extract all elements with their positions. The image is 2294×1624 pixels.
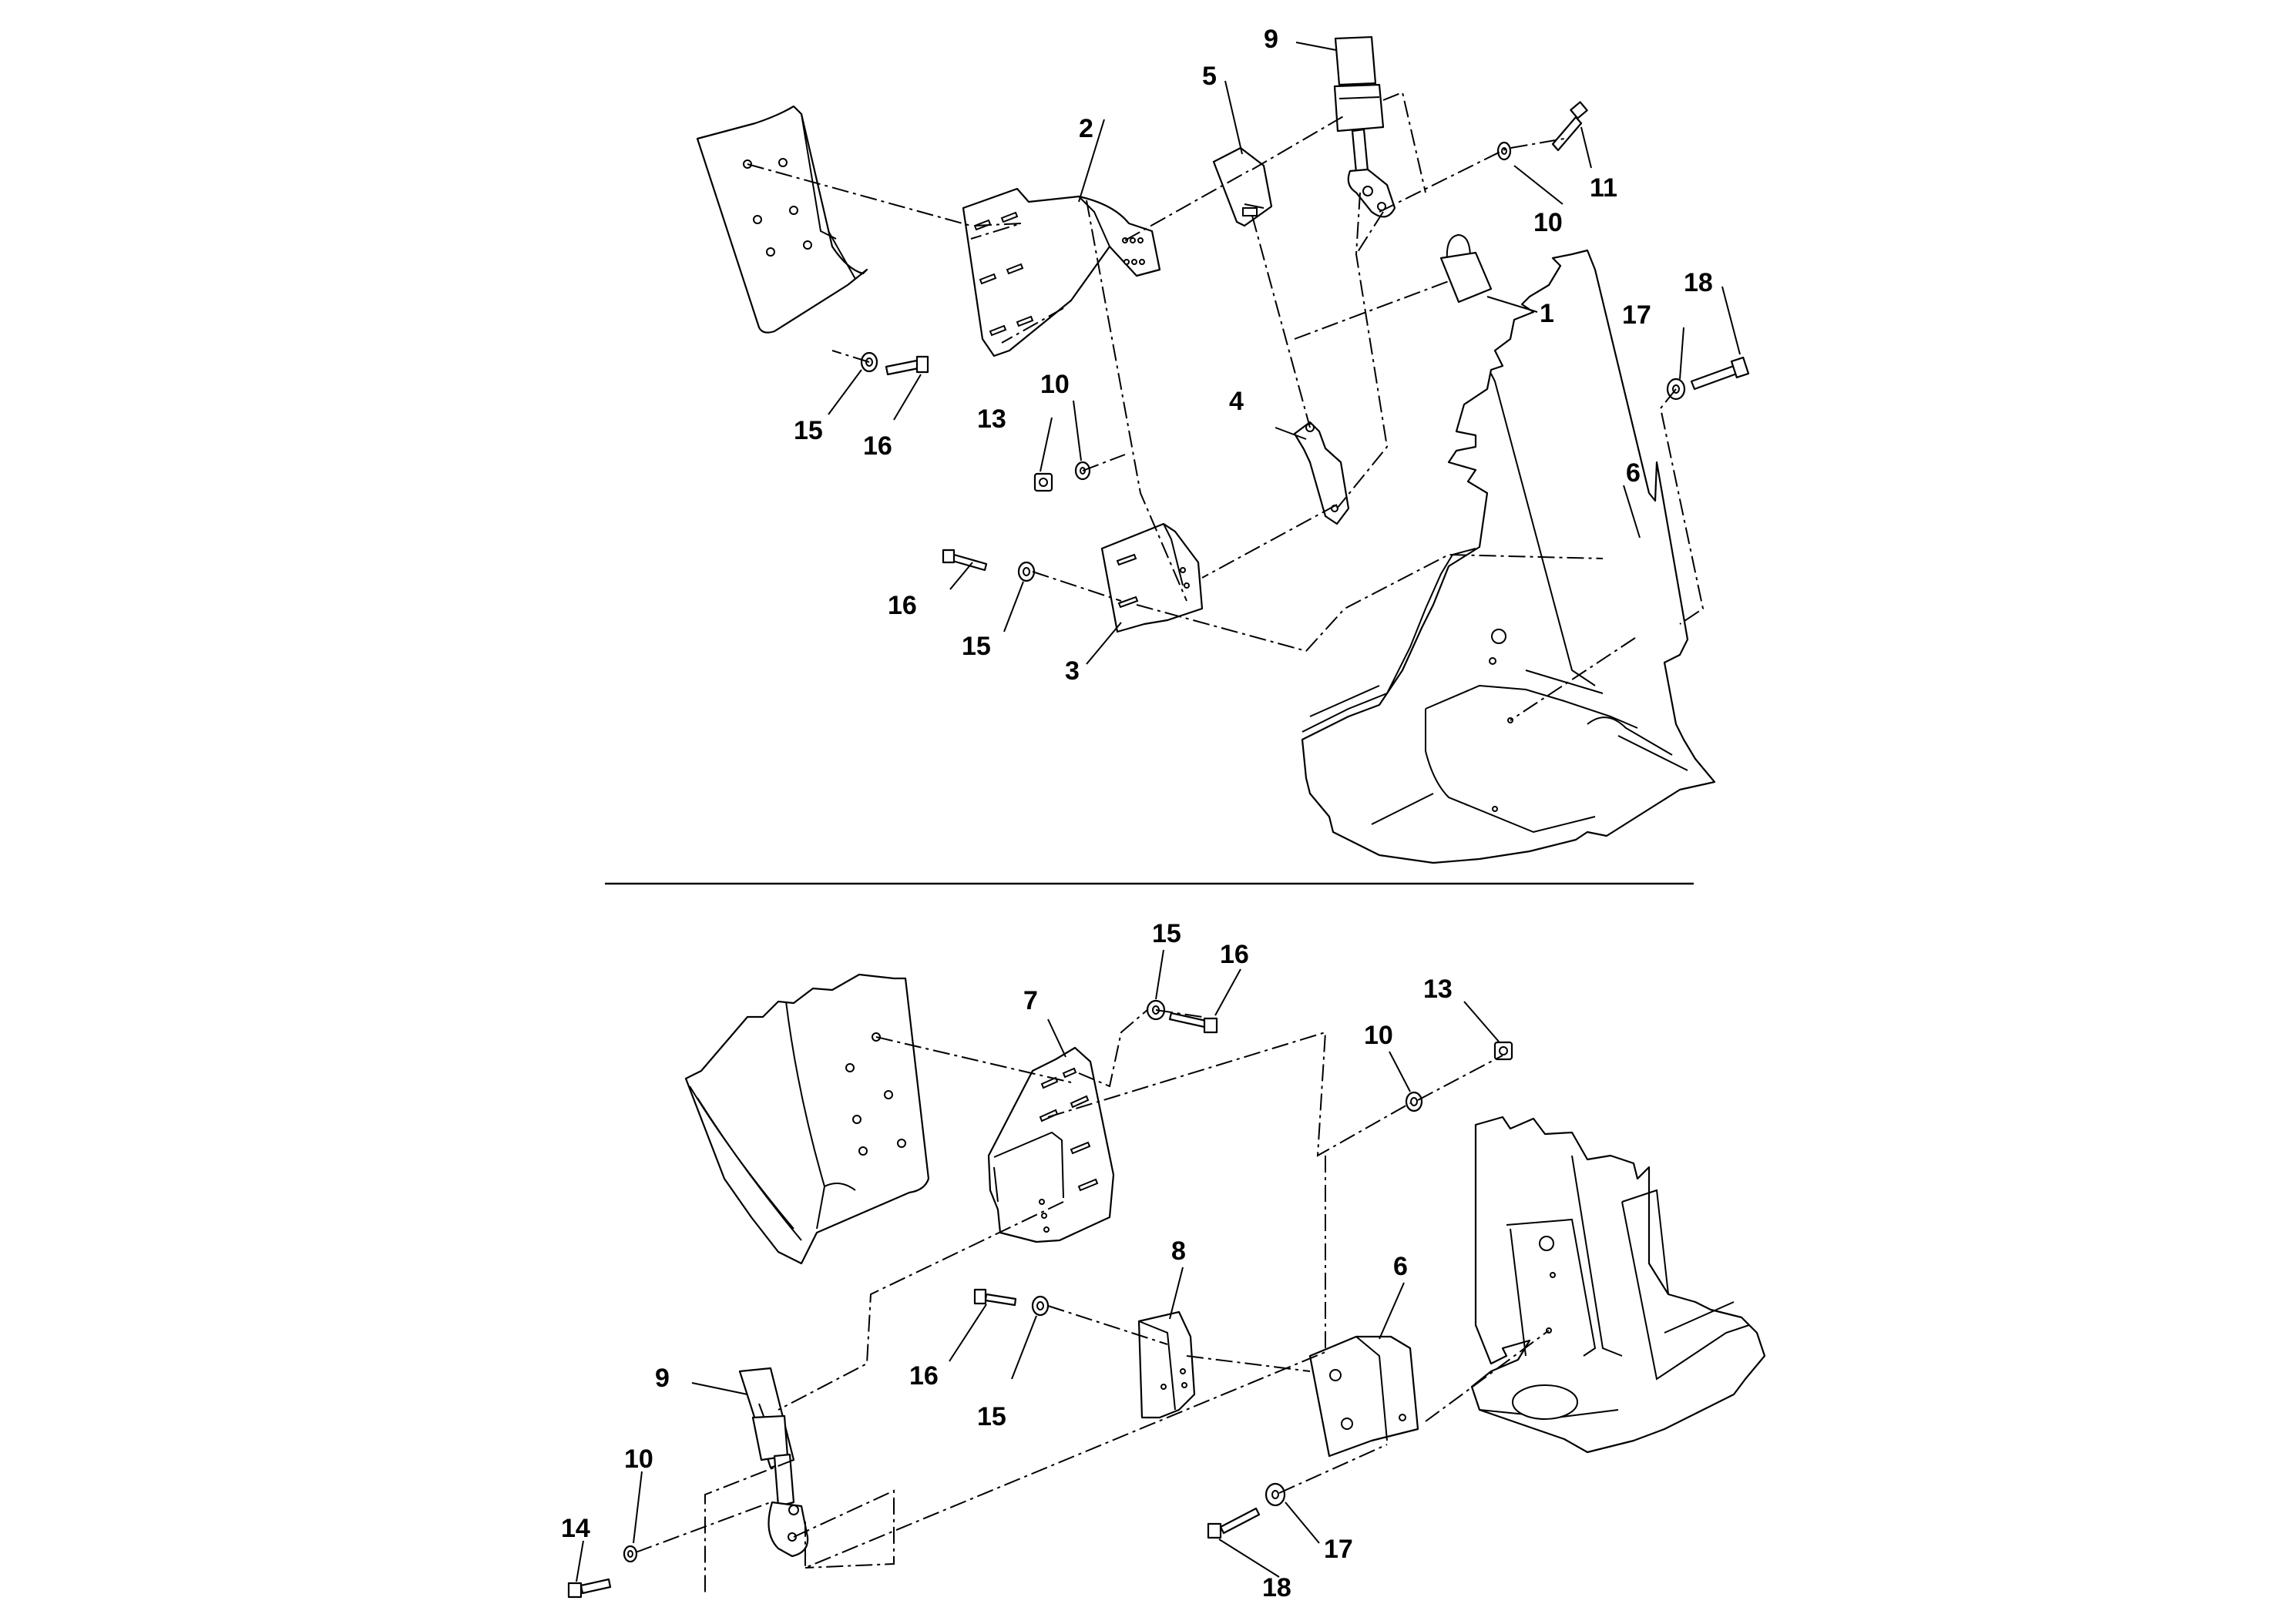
callout-16-b: 16	[888, 591, 917, 620]
callout-7: 7	[1023, 986, 1038, 1015]
bracket-3	[1100, 522, 1204, 633]
nut-13-lower	[1493, 1041, 1513, 1061]
callout-10-b: 10	[1533, 208, 1563, 237]
bolt-16-lower-a	[1168, 1012, 1218, 1034]
lower-assembly-view	[567, 949, 1766, 1599]
callout-15-b: 15	[962, 632, 991, 661]
callout-6: 6	[1626, 458, 1641, 488]
callout-2: 2	[1079, 114, 1093, 143]
bracket-6-lower	[1308, 1335, 1419, 1458]
padlock-1	[1439, 233, 1493, 304]
plate-5	[1212, 146, 1273, 227]
washer-10-lower-b	[623, 1545, 638, 1563]
bracket-2	[962, 187, 1161, 357]
washer-15-upper-b	[1017, 561, 1036, 582]
frame-chassis-lower	[1470, 1116, 1766, 1454]
callout-13-lower: 13	[1423, 975, 1453, 1004]
latch-9-upper	[1333, 35, 1396, 218]
washer-10-upper-b	[1496, 141, 1512, 161]
fender-panel-upper	[696, 105, 868, 334]
bolt-18-upper	[1690, 356, 1750, 391]
callout-18-lower: 18	[1262, 1573, 1291, 1602]
bracket-8	[1137, 1310, 1196, 1419]
lower-callout-labels: 6 7 8 9 10 10 13 14 15 15 16 16 17 18	[561, 919, 1453, 1602]
callout-8: 8	[1171, 1236, 1186, 1266]
bolt-16-upper-a	[885, 355, 929, 376]
nut-13-upper	[1033, 472, 1053, 492]
callout-15-a: 15	[794, 416, 823, 445]
washer-10-lower-a	[1405, 1091, 1423, 1112]
callout-5: 5	[1202, 62, 1217, 91]
bolt-16-lower-b	[973, 1288, 1017, 1307]
callout-9-lower: 9	[655, 1364, 670, 1393]
fender-panel-lower	[684, 973, 930, 1265]
callout-6-lower: 6	[1393, 1252, 1408, 1281]
bolt-18-lower	[1207, 1507, 1261, 1539]
latch-9-lower	[738, 1367, 809, 1558]
callout-10-lower-a: 10	[1364, 1021, 1393, 1050]
callout-14: 14	[561, 1514, 590, 1543]
callout-18: 18	[1684, 268, 1713, 297]
bolt-11-upper	[1551, 101, 1588, 152]
callout-10-lower-b: 10	[624, 1444, 653, 1474]
callout-15-lower-b: 15	[977, 1402, 1006, 1431]
callout-9: 9	[1264, 25, 1278, 54]
upper-assembly-view	[696, 35, 1750, 864]
bracket-7	[987, 1046, 1115, 1243]
callout-3: 3	[1065, 656, 1080, 686]
washer-15-lower-b	[1031, 1295, 1050, 1317]
callout-17: 17	[1622, 300, 1651, 330]
washer-17-lower	[1265, 1482, 1286, 1507]
bolt-14-lower	[567, 1578, 612, 1599]
callout-4: 4	[1229, 387, 1244, 416]
callout-13: 13	[977, 404, 1006, 434]
callout-16-lower-b: 16	[909, 1361, 939, 1391]
bolt-16-upper-b	[942, 549, 988, 572]
callout-16-lower-a: 16	[1220, 940, 1249, 969]
upper-callout-labels: 1 2 3 4 5 6 9 10 10 11 13 15 15 16 16 17…	[794, 25, 1713, 686]
callout-11: 11	[1590, 173, 1617, 203]
callout-17-lower: 17	[1324, 1535, 1353, 1564]
callout-15-lower-a: 15	[1152, 919, 1181, 948]
frame-chassis-upper	[1301, 249, 1716, 864]
callout-1: 1	[1540, 299, 1554, 328]
callout-16-a: 16	[863, 431, 892, 461]
callout-10-a: 10	[1040, 370, 1070, 399]
